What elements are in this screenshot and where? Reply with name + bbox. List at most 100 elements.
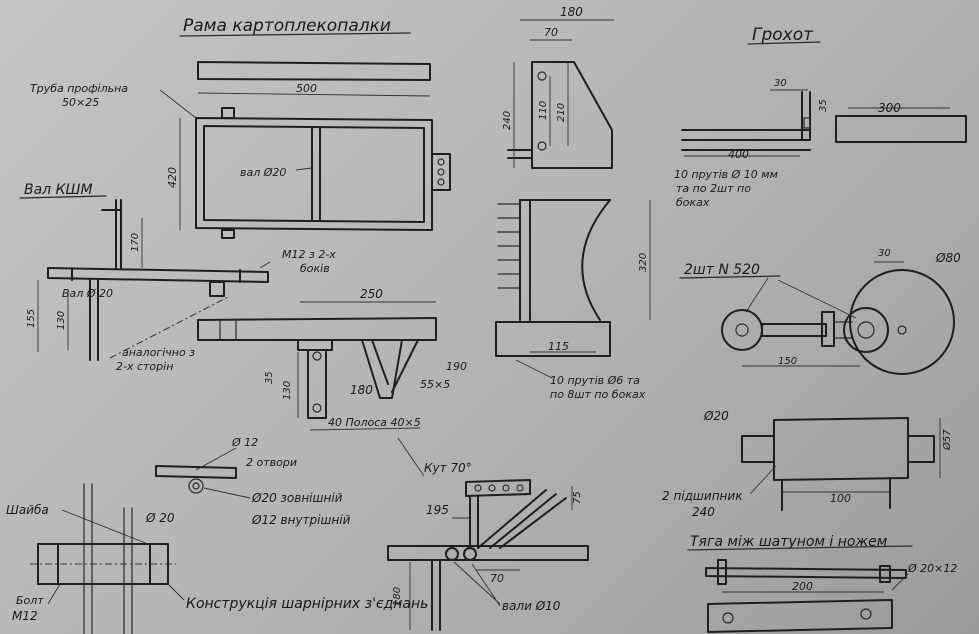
rod-pin-left	[717, 559, 727, 585]
dim-35: 35	[264, 371, 275, 384]
dim-line-500	[197, 92, 431, 97]
hinge-dim-20: Ø 20	[145, 511, 175, 525]
block-hole	[437, 158, 445, 166]
plate-dim-180: 180	[560, 5, 583, 19]
knife-dim-320: 320	[638, 253, 649, 272]
angle-dim-75: 75	[572, 491, 583, 504]
beam-stops	[71, 267, 241, 283]
dim-155: 155	[26, 309, 37, 328]
bar-hole	[488, 484, 496, 492]
dim-130: 130	[56, 311, 67, 330]
angle-bracket-assembly: Кут 70° 75 195 70 180 вали Ø10	[387, 437, 589, 631]
rod-hole	[722, 612, 734, 624]
hinge-title-1: Конструкція шарнірних з'єднань	[186, 596, 428, 612]
dim-250: 250	[360, 287, 383, 301]
crankshaft-assembly: Вал КШМ 170 155 130 Вал Ø 20 М12 з 2-х б…	[19, 182, 336, 373]
shaft-diameter-label: Вал Ø 20	[62, 287, 113, 300]
plate-dim-110: 110	[538, 101, 549, 120]
top-tube	[197, 61, 431, 81]
plate-dim-240: 240	[502, 111, 513, 130]
rod-dim-pin: Ø 20×12	[907, 562, 957, 575]
screen-upright	[801, 91, 811, 141]
angle-top-bar	[465, 479, 531, 497]
leader	[749, 465, 777, 495]
screen-lug	[803, 117, 811, 129]
frame-outer	[195, 117, 433, 231]
rod-side-bar	[707, 599, 893, 633]
screen-dim-300: 300	[878, 101, 901, 115]
screen-dim-35: 35	[818, 99, 829, 112]
bolt-note-2: боків	[300, 262, 330, 275]
angle-base-bar	[387, 545, 589, 561]
frame-bearing-block	[431, 153, 451, 191]
beam-lug	[209, 281, 225, 297]
bolt-note-1: М12 з 2-х	[282, 248, 336, 261]
screen-assembly: Грохот 30 35 400 300 10 прутів Ø 10 мм т…	[674, 25, 967, 209]
hinge-holes: 2 отвори	[246, 456, 297, 469]
bearing-note-1: 2 підшипник	[662, 489, 743, 503]
plate-bars	[507, 149, 533, 159]
screen-note-2: та по 2шт по	[676, 182, 751, 195]
rod-coupling	[821, 311, 835, 347]
hanger-hole	[312, 403, 322, 413]
rod-title: Тяга між шатуном і ножем	[690, 534, 888, 550]
shaft-beam	[47, 267, 269, 283]
screen-dim-400: 400	[728, 148, 749, 161]
knife-base	[495, 321, 611, 357]
block-hole	[437, 178, 445, 186]
bearing-drum	[773, 417, 909, 481]
leader	[195, 447, 237, 471]
angle-post	[469, 495, 479, 549]
knife-side	[519, 199, 531, 321]
leader	[515, 359, 553, 379]
angle-struts	[477, 489, 567, 549]
flywheel-center	[897, 325, 907, 335]
analog-note-1: аналогічно з	[122, 346, 195, 359]
flywheel	[849, 269, 955, 375]
crank-dim-150: 150	[778, 356, 797, 367]
digging-knife-view: 320 115 10 прутів Ø6 та по 8шт по боках	[495, 199, 651, 401]
bearing-dim-20: Ø20	[703, 409, 729, 423]
bearing-dim-57: Ø57	[941, 429, 953, 451]
frame-lug-bottom	[221, 229, 235, 239]
hinge-bars	[83, 483, 133, 634]
screen-note-1: 10 прутів Ø 10 мм	[674, 168, 778, 181]
hanger-strip	[307, 349, 327, 419]
dim-190: 190	[446, 360, 467, 373]
hanger-bracket	[297, 339, 333, 351]
leader	[159, 89, 197, 119]
rod-dim-200: 200	[792, 580, 813, 593]
hanger-hole	[312, 351, 322, 361]
frame-title-underline	[179, 32, 411, 37]
crank-dim-80: Ø80	[935, 251, 961, 265]
shaft-title: Вал КШМ	[24, 182, 93, 198]
bearing-shaft-assembly: Ø20 Ø57 100 2 підшипник 240	[662, 409, 953, 519]
small-wheel	[721, 309, 763, 351]
dim-170: 170	[130, 233, 141, 252]
hinge-joint-assembly: Ø 12 2 отвори Ø20 зовнішній Ø12 внутрішн…	[6, 436, 428, 634]
flywheel-hub	[843, 307, 889, 353]
bolt-label-1: Болт	[16, 594, 44, 607]
plate-hole	[537, 71, 547, 81]
connecting-rod	[761, 323, 827, 337]
leader	[745, 277, 857, 319]
small-wheel-hub	[735, 323, 749, 337]
hinge-strip	[155, 465, 237, 479]
dim-180: 180	[350, 383, 373, 397]
leader	[453, 561, 501, 607]
angle-shafts: вали Ø10	[502, 599, 561, 613]
screen-note-3: боках	[676, 196, 710, 209]
bearing-shaft-left	[741, 435, 775, 463]
leader	[47, 583, 61, 605]
crank-mechanism: 2шт N 520 30 Ø80 150	[679, 248, 961, 375]
bearing-shaft-right	[907, 435, 935, 463]
knife-curve	[581, 199, 611, 321]
angle-pivot	[463, 547, 477, 561]
strip-note: 40 Полоса 40×5	[328, 416, 421, 429]
plate-dim-70: 70	[544, 26, 558, 39]
hinge-outer: Ø20 зовнішній	[251, 491, 343, 505]
block-hole	[437, 168, 445, 176]
frame-inner	[203, 125, 425, 223]
knife-dim-115: 115	[548, 340, 569, 353]
